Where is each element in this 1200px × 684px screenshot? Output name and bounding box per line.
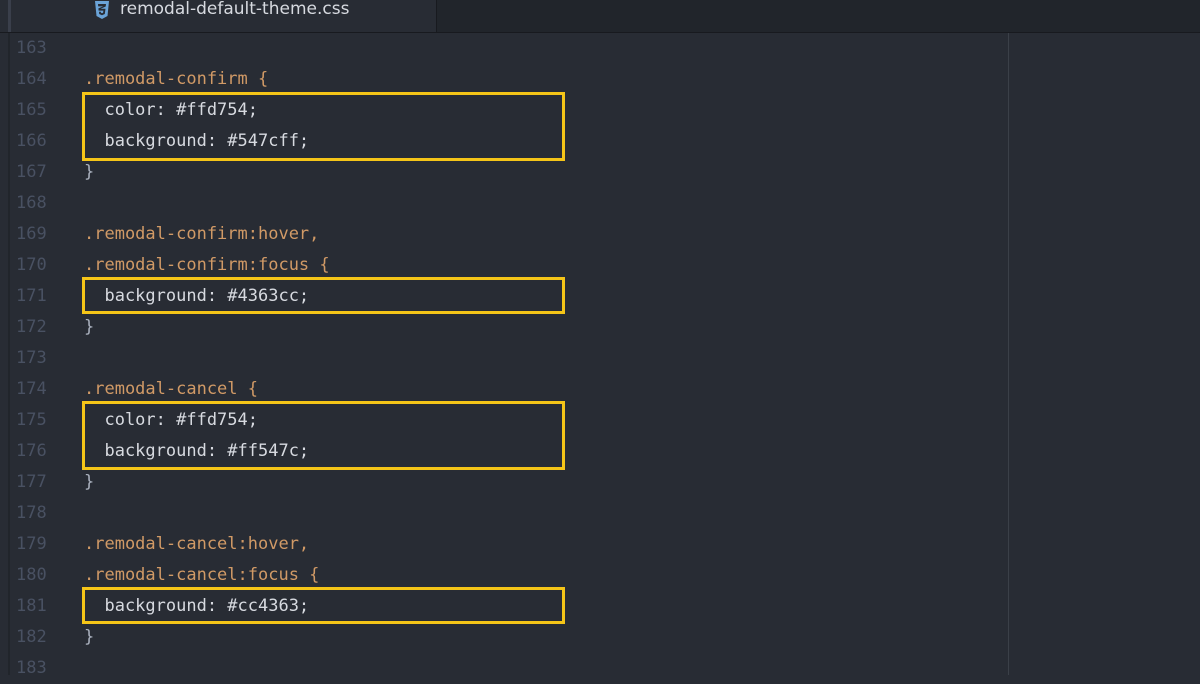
code-line[interactable]: 166 background: #547cff; (0, 126, 1200, 157)
code-line[interactable]: 165 color: #ffd754; (0, 95, 1200, 126)
line-number: 175 (16, 410, 47, 430)
line-number: 181 (16, 596, 47, 616)
line-number: 171 (16, 286, 47, 306)
highlight-box-confirm (82, 92, 565, 161)
line-code: } (84, 472, 95, 492)
highlight-box-cancel-hover (82, 587, 565, 624)
code-line[interactable]: 176 background: #ff547c; (0, 436, 1200, 467)
line-number: 176 (16, 441, 47, 461)
code-line[interactable]: 173 (0, 343, 1200, 374)
line-number: 177 (16, 472, 47, 492)
line-code: .remodal-confirm { (84, 69, 269, 89)
tab-active-indicator (8, 0, 11, 32)
line-number: 170 (16, 255, 47, 275)
line-number: 180 (16, 565, 47, 585)
code-line[interactable]: 164 .remodal-confirm { (0, 64, 1200, 95)
code-line[interactable]: 171 background: #4363cc; (0, 281, 1200, 312)
line-code: .remodal-cancel { (84, 379, 258, 399)
code-line[interactable]: 183 (0, 653, 1200, 684)
line-code: background: #cc4363; (84, 596, 310, 616)
code-line[interactable]: 178 (0, 498, 1200, 529)
line-number: 178 (16, 503, 47, 523)
code-line[interactable]: 182} (0, 622, 1200, 653)
line-number: 168 (16, 193, 47, 213)
code-line[interactable]: 175 color: #ffd754; (0, 405, 1200, 436)
line-number: 166 (16, 131, 47, 151)
line-number: 169 (16, 224, 47, 244)
line-code: .remodal-confirm:hover, (84, 224, 320, 244)
line-number: 182 (16, 627, 47, 647)
line-code: background: #4363cc; (84, 286, 310, 306)
line-code: background: #ff547c; (84, 441, 310, 461)
gutter-edge (8, 33, 10, 675)
line-code: } (84, 627, 95, 647)
line-number: 163 (16, 38, 47, 58)
tab-filename: remodal-default-theme.css (120, 0, 350, 19)
code-line[interactable]: 180 .remodal-cancel:focus { (0, 560, 1200, 591)
line-number: 172 (16, 317, 47, 337)
line-code: } (84, 317, 95, 337)
tab-bar: remodal-default-theme.css (0, 0, 1200, 33)
line-number: 174 (16, 379, 47, 399)
code-line[interactable]: 170 .remodal-confirm:focus { (0, 250, 1200, 281)
highlight-box-cancel (82, 401, 565, 470)
code-line[interactable]: 169 .remodal-confirm:hover, (0, 219, 1200, 250)
line-number: 183 (16, 658, 47, 678)
wrap-guide (1008, 33, 1009, 675)
code-line[interactable]: 174 .remodal-cancel { (0, 374, 1200, 405)
code-line[interactable]: 167} (0, 157, 1200, 188)
line-code: .remodal-confirm:focus { (84, 255, 330, 275)
code-line[interactable]: 172} (0, 312, 1200, 343)
line-number: 164 (16, 69, 47, 89)
code-line[interactable]: 163 (0, 33, 1200, 64)
code-line[interactable]: 181 background: #cc4363; (0, 591, 1200, 622)
code-line[interactable]: 168 (0, 188, 1200, 219)
highlight-box-confirm-hover (82, 277, 565, 314)
line-number: 179 (16, 534, 47, 554)
code-editor[interactable]: 163 164 .remodal-confirm { 165 color: #ffd7… (0, 33, 1200, 678)
code-line[interactable]: 179 .remodal-cancel:hover, (0, 529, 1200, 560)
line-number: 167 (16, 162, 47, 182)
line-code: .remodal-cancel:focus { (84, 565, 320, 585)
code-line[interactable]: 177} (0, 467, 1200, 498)
line-code: color: #ffd754; (84, 100, 258, 120)
line-code: .remodal-cancel:hover, (84, 534, 310, 554)
line-number: 165 (16, 100, 47, 120)
line-code: } (84, 162, 95, 182)
css3-icon (95, 1, 109, 19)
line-code: background: #547cff; (84, 131, 310, 151)
line-code: color: #ffd754; (84, 410, 258, 430)
line-number: 173 (16, 348, 47, 368)
file-tab[interactable]: remodal-default-theme.css (0, 0, 437, 32)
